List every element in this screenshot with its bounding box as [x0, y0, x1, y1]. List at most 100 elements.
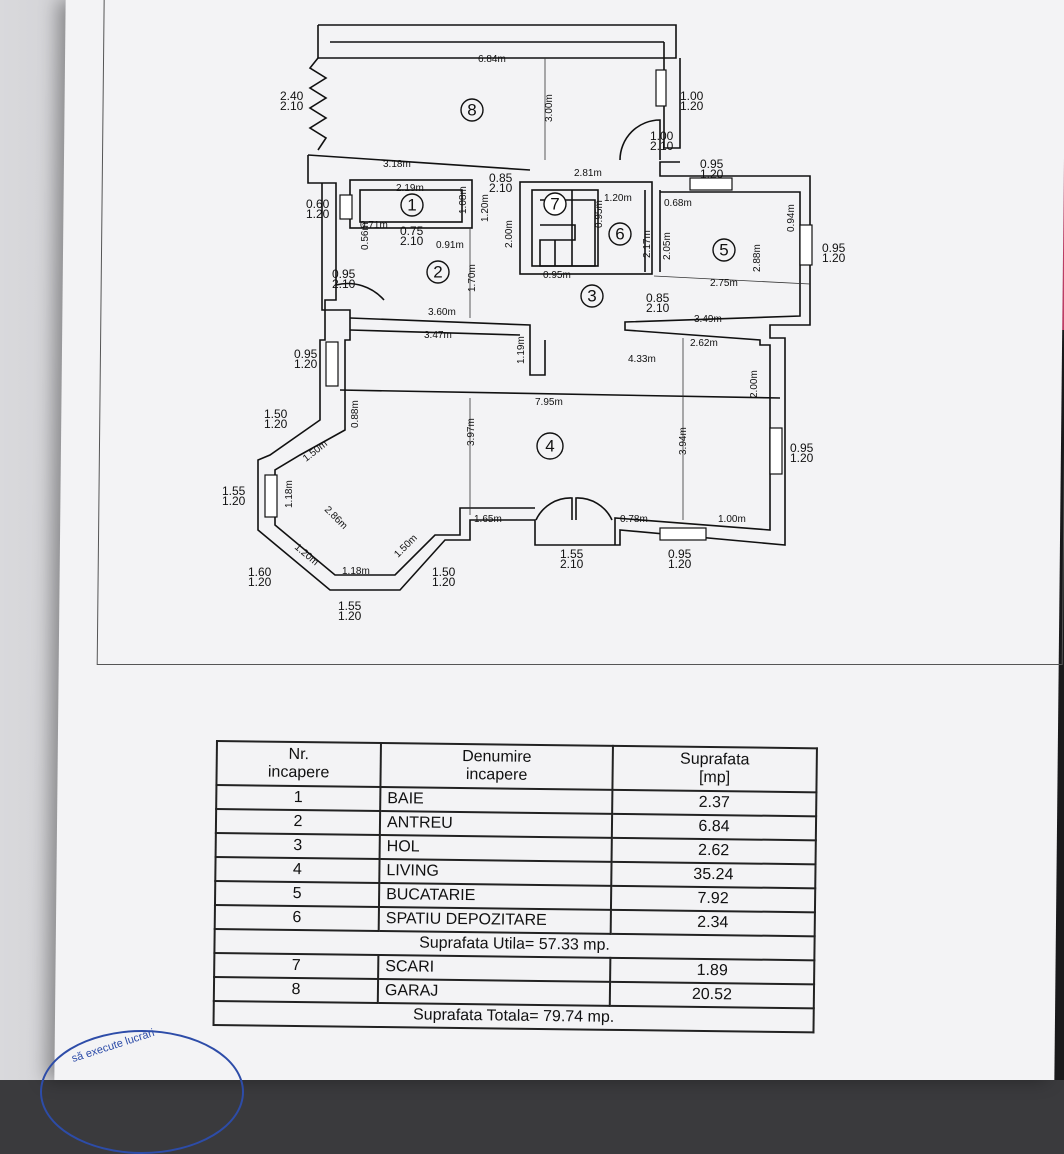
svg-text:0.75: 0.75 [400, 224, 424, 238]
dimension: 0.95m [594, 200, 605, 228]
window [689, 177, 733, 191]
svg-text:2: 2 [433, 263, 442, 282]
window [799, 224, 813, 266]
opening: 1.551.20 [222, 484, 246, 508]
window [655, 69, 667, 107]
inner-wall [274, 183, 535, 576]
svg-text:1.20: 1.20 [790, 451, 814, 465]
header-nr: Nr.incapere [216, 741, 381, 788]
svg-text:0.60: 0.60 [306, 197, 330, 211]
opening: 1.001.20 [680, 89, 704, 113]
opening: 1.501.20 [264, 407, 288, 431]
dimension: 1.08m [458, 186, 469, 214]
svg-text:2.10: 2.10 [280, 99, 304, 113]
dimension: 3.47m [424, 330, 452, 341]
svg-text:1: 1 [407, 196, 416, 215]
entry-door [335, 282, 385, 301]
svg-text:0.95: 0.95 [700, 157, 724, 171]
svg-text:1.20: 1.20 [432, 575, 456, 589]
dimension: 4.33m [628, 354, 656, 365]
opening: 2.402.10 [280, 89, 304, 113]
window [769, 427, 783, 475]
bathroom-wall-inner [359, 189, 463, 223]
svg-text:8: 8 [467, 101, 476, 120]
opening-labels: 2.402.10 1.001.20 1.002.10 0.852.10 0.95… [222, 89, 846, 623]
dimension: 1.20m [604, 193, 632, 204]
dimension: 2.17m [642, 230, 653, 258]
dimension: 1.50m [392, 533, 419, 560]
dimension: 1.20m [292, 542, 320, 568]
dimension: 0.88m [350, 400, 361, 428]
garage-bottom-wall [307, 154, 531, 171]
svg-text:1.20: 1.20 [338, 609, 362, 623]
opening: 0.852.10 [489, 171, 513, 195]
opening: 1.501.20 [432, 565, 456, 589]
dimension: 7.95m [535, 397, 563, 408]
dimension: 2.81m [574, 168, 602, 179]
room-marker: 4 [536, 432, 564, 460]
opening: 0.601.20 [306, 197, 330, 221]
room-marker: 7 [543, 192, 567, 216]
dimension: 1.00m [718, 514, 746, 525]
room-marker: 3 [580, 284, 604, 308]
svg-text:0.95: 0.95 [332, 267, 356, 281]
dimension: 0.94m [786, 204, 797, 232]
dimension: 3.60m [428, 307, 456, 318]
dimension: 0.78m [620, 514, 648, 525]
svg-text:5: 5 [719, 241, 728, 260]
svg-text:0.95: 0.95 [790, 441, 814, 455]
entrance-door [535, 497, 573, 521]
svg-text:2.10: 2.10 [400, 234, 424, 248]
svg-text:2.10: 2.10 [332, 277, 356, 291]
opening: 0.852.10 [646, 291, 670, 315]
svg-text:2.10: 2.10 [646, 301, 670, 315]
svg-text:1.20: 1.20 [822, 251, 846, 265]
dimension: 1.18m [284, 480, 295, 508]
svg-text:1.20: 1.20 [248, 575, 272, 589]
svg-text:7: 7 [550, 195, 559, 214]
garage-side-door [619, 119, 661, 161]
room-marker: 1 [400, 193, 424, 217]
opening: 1.551.20 [338, 599, 362, 623]
dimension: 1.20m [480, 194, 491, 222]
dimension: 2.75m [710, 278, 738, 289]
svg-text:0.85: 0.85 [489, 171, 513, 185]
living-partition [349, 317, 546, 376]
room-marker: 2 [426, 260, 450, 284]
dimension: 2.05m [662, 232, 673, 260]
dimension: 1.65m [474, 514, 502, 525]
dimension: 0.95m [543, 270, 571, 281]
opening: 1.002.10 [650, 129, 674, 153]
dimension: 2.00m [749, 370, 760, 398]
window [264, 474, 278, 518]
room-marker: 6 [608, 222, 632, 246]
svg-text:2.10: 2.10 [650, 139, 674, 153]
dimension: 1.18m [342, 566, 370, 577]
opening: 0.951.20 [700, 157, 724, 181]
svg-text:1.50: 1.50 [264, 407, 288, 421]
svg-text:1.20: 1.20 [680, 99, 704, 113]
dimension: 2.00m [504, 220, 515, 248]
svg-text:3: 3 [587, 287, 596, 306]
floor-plan: 6.84m 3.00m 3.18m 2.81m 2.19m 1.08m 1.20… [222, 24, 846, 623]
opening: 0.951.20 [822, 241, 846, 265]
svg-text:1.55: 1.55 [560, 547, 584, 561]
dimension: 3.94m [678, 427, 689, 455]
svg-text:2.10: 2.10 [560, 557, 584, 571]
opening: 0.952.10 [332, 267, 356, 291]
dimension: 2.86m [322, 504, 349, 531]
svg-text:1.60: 1.60 [248, 565, 272, 579]
stair-wall [519, 181, 653, 275]
svg-text:6: 6 [615, 225, 624, 244]
room-marker: 8 [460, 98, 484, 122]
svg-text:1.00: 1.00 [680, 89, 704, 103]
svg-text:1.55: 1.55 [338, 599, 362, 613]
dimension: 2.19m [396, 183, 424, 194]
svg-text:2.40: 2.40 [280, 89, 304, 103]
official-stamp: să execute lucrări [40, 1027, 244, 1154]
dimension: 1.19m [516, 336, 527, 364]
room-markers: 8 1 2 3 4 5 6 7 [400, 98, 736, 460]
